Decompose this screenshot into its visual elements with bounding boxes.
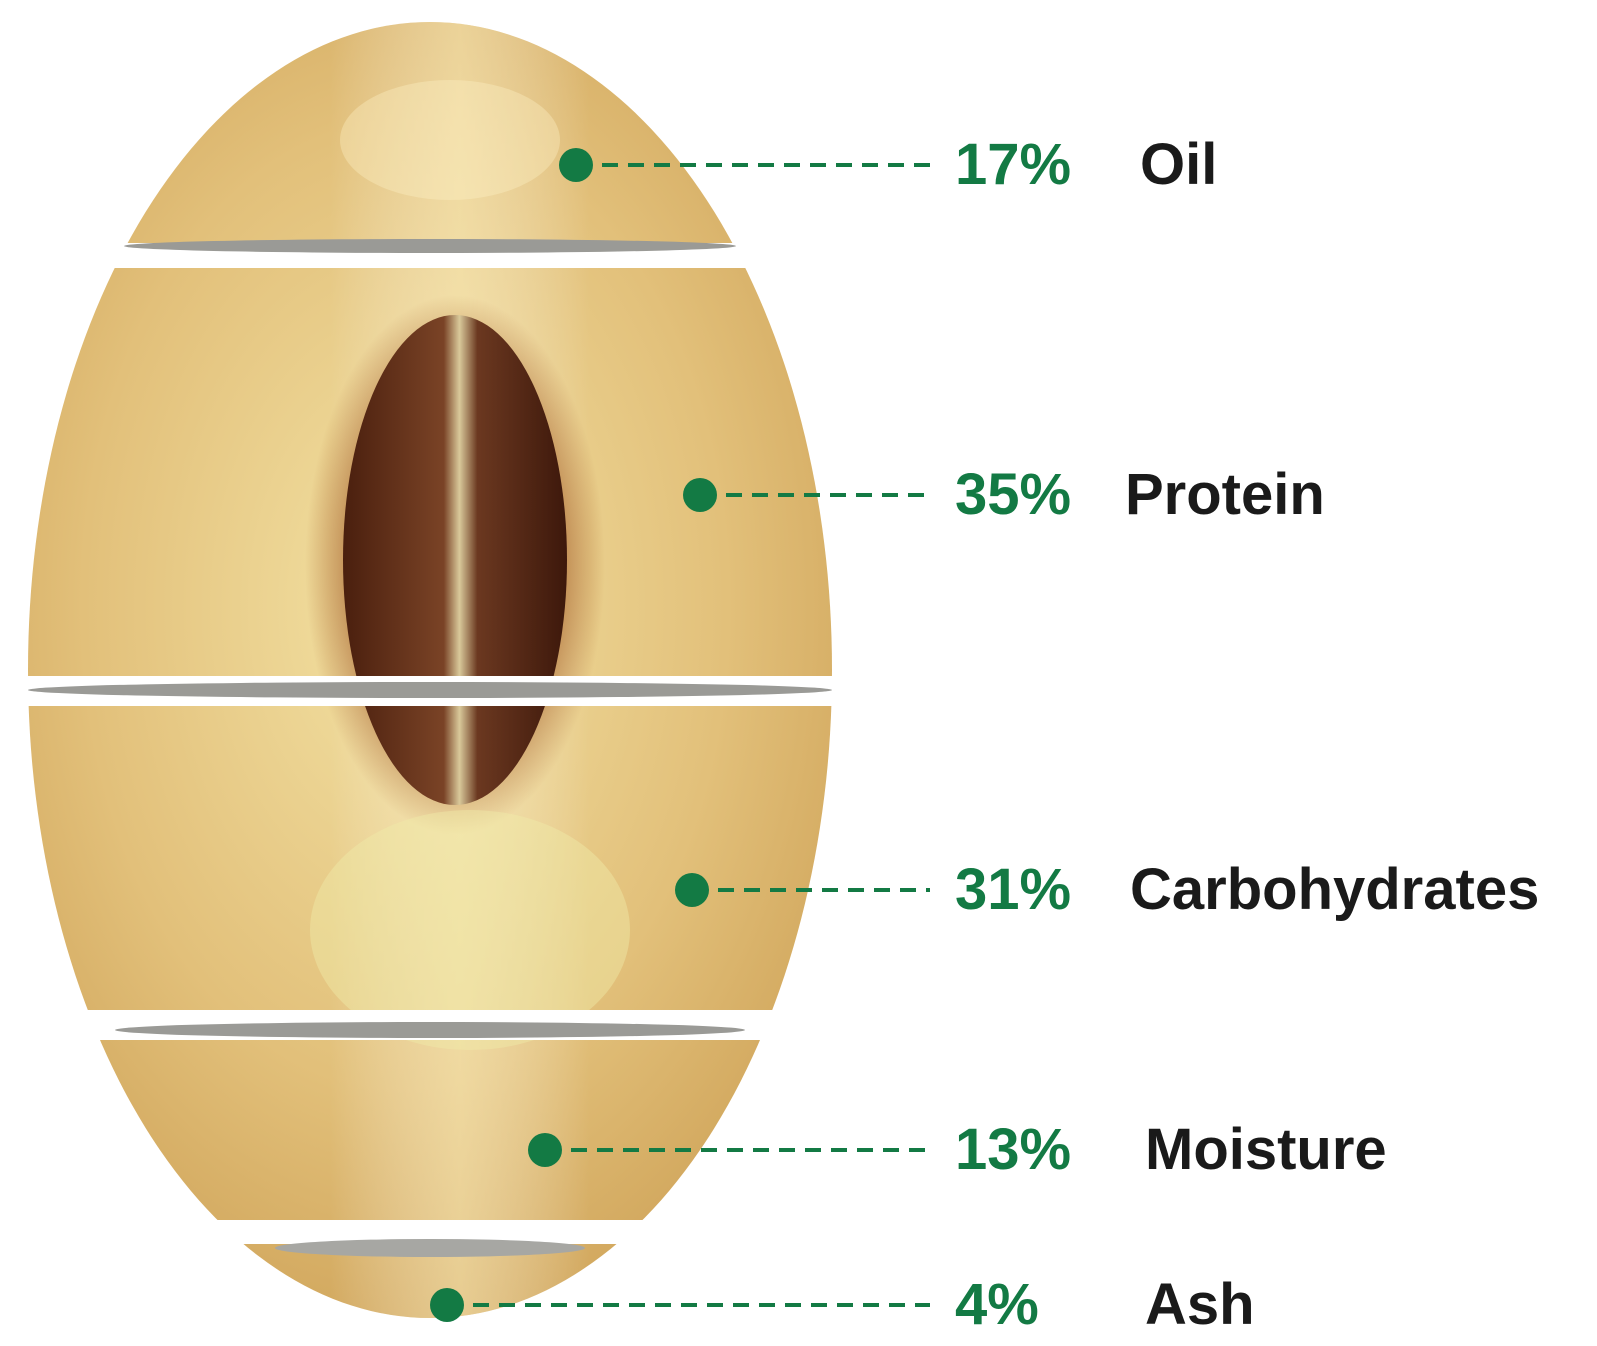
component-label: Moisture <box>1145 1115 1387 1185</box>
percent-label: 13% <box>955 1115 1071 1185</box>
component-moisture: 13% Moisture <box>0 1115 1597 1185</box>
component-oil: 17% Oil <box>0 130 1597 200</box>
component-label: Oil <box>1140 130 1217 200</box>
hilum <box>343 315 567 805</box>
component-ash: 4% Ash <box>0 1270 1597 1340</box>
percent-label: 4% <box>955 1270 1039 1340</box>
component-label: Ash <box>1145 1270 1255 1340</box>
component-protein: 35% Protein <box>0 460 1597 530</box>
percent-label: 35% <box>955 460 1071 530</box>
percent-label: 17% <box>955 130 1071 200</box>
component-carbohydrates: 31% Carbohydrates <box>0 855 1597 925</box>
component-label: Protein <box>1125 460 1325 530</box>
percent-label: 31% <box>955 855 1071 925</box>
component-label: Carbohydrates <box>1130 855 1539 925</box>
